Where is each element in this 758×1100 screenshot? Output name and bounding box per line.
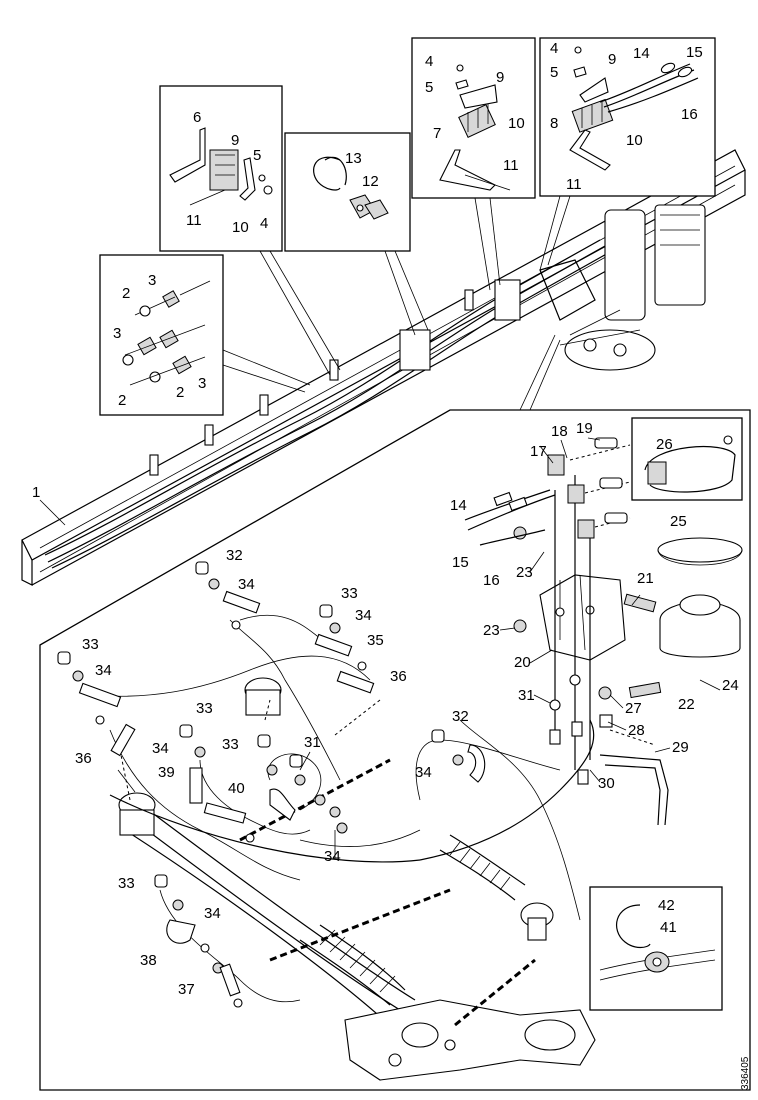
- callout-13: 13: [345, 150, 362, 167]
- drag-link: [109, 719, 595, 863]
- callout-34: 34: [204, 905, 221, 922]
- inset-box-fittings: [99, 254, 224, 416]
- callout-2: 2: [118, 392, 126, 409]
- callout-leaders: [117, 437, 721, 858]
- callout-5: 5: [253, 147, 261, 164]
- callout-36: 36: [75, 750, 92, 767]
- callout-23: 23: [516, 564, 533, 581]
- callout-31: 31: [518, 687, 535, 704]
- callout-4: 4: [425, 53, 433, 70]
- callout-42: 42: [658, 897, 675, 914]
- frame-brackets: [149, 279, 521, 476]
- callout-labels: 1 2 3 3 3 2 2 6 9 5 11 10 4 13 12 4 5 9 …: [32, 40, 739, 998]
- callout-11: 11: [186, 212, 202, 229]
- callout-40: 40: [228, 780, 245, 797]
- callout-10: 10: [626, 132, 643, 149]
- inset-box-manifold-8: [539, 37, 716, 197]
- callout-5: 5: [425, 79, 433, 96]
- callout-3: 3: [198, 375, 206, 392]
- callout-33: 33: [222, 736, 239, 753]
- inset-box-manifold-7: [411, 37, 536, 199]
- inset-box-clip-lower: [589, 886, 723, 1011]
- callout-11: 11: [503, 157, 519, 174]
- figure-code: 336405: [740, 1056, 751, 1090]
- cab-tank-assembly: [539, 204, 706, 371]
- callout-22: 22: [678, 696, 695, 713]
- hose-fittings: [57, 561, 486, 1008]
- callout-33: 33: [118, 875, 135, 892]
- callout-4: 4: [550, 40, 558, 57]
- callout-32: 32: [226, 547, 243, 564]
- callout-34: 34: [238, 576, 255, 593]
- callout-25: 25: [670, 513, 687, 530]
- callout-6: 6: [193, 109, 201, 126]
- callout-17: 17: [530, 443, 547, 460]
- callout-38: 38: [140, 952, 157, 969]
- callout-34: 34: [355, 607, 372, 624]
- callout-7: 7: [433, 125, 441, 142]
- callout-10: 10: [508, 115, 525, 132]
- callout-33: 33: [82, 636, 99, 653]
- callout-5: 5: [550, 64, 558, 81]
- callout-26: 26: [656, 436, 673, 453]
- inset-box-strap: [631, 417, 743, 501]
- callout-2: 2: [122, 285, 130, 302]
- callout-12: 12: [362, 173, 379, 190]
- callout-33: 33: [196, 700, 213, 717]
- callout-21: 21: [637, 570, 654, 587]
- inset-leader-lines: [222, 195, 571, 393]
- callout-18: 18: [551, 423, 568, 440]
- callout-30: 30: [598, 775, 615, 792]
- callout-16: 16: [681, 106, 698, 123]
- callout-23: 23: [483, 622, 500, 639]
- axle-beam: [118, 677, 416, 1031]
- callout-28: 28: [628, 722, 645, 739]
- callout-41: 41: [660, 919, 677, 936]
- inset-box-clamps: [159, 85, 283, 252]
- callout-14: 14: [633, 45, 650, 62]
- callout-37: 37: [178, 981, 195, 998]
- callout-34: 34: [415, 764, 432, 781]
- callout-9: 9: [608, 51, 616, 68]
- callout-27: 27: [625, 700, 642, 717]
- callout-24: 24: [722, 677, 739, 694]
- callout-34: 34: [324, 848, 341, 865]
- callout-31: 31: [304, 734, 321, 751]
- callout-19: 19: [576, 420, 593, 437]
- callout-39: 39: [158, 764, 175, 781]
- callout-2: 2: [176, 384, 184, 401]
- callout-8: 8: [550, 115, 558, 132]
- callout-15: 15: [686, 44, 703, 61]
- chassis-frame-rail: [21, 149, 746, 586]
- brake-pipes-lower: [464, 489, 556, 546]
- brake-hoses: [89, 614, 581, 1003]
- callout-33: 33: [341, 585, 358, 602]
- callout-3: 3: [113, 325, 121, 342]
- steering-gear-housing: [344, 999, 596, 1081]
- callout-36: 36: [390, 668, 407, 685]
- callout-20: 20: [514, 654, 531, 671]
- callout-15: 15: [452, 554, 469, 571]
- callout-10: 10: [232, 219, 249, 236]
- callout-1: 1: [32, 484, 40, 501]
- callout-29: 29: [672, 739, 689, 756]
- inset-box-clip: [284, 132, 411, 252]
- callout-4: 4: [260, 215, 268, 232]
- callout-34: 34: [152, 740, 169, 757]
- assembly-guide-lines: [119, 699, 536, 1027]
- air-reservoir: [657, 537, 743, 658]
- callout-35: 35: [367, 632, 384, 649]
- callout-32: 32: [452, 708, 469, 725]
- callout-14: 14: [450, 497, 467, 514]
- callout-9: 9: [231, 132, 239, 149]
- valve-bracket: [513, 437, 669, 826]
- callout-11: 11: [566, 176, 582, 193]
- callout-16: 16: [483, 572, 500, 589]
- callout-9: 9: [496, 69, 504, 86]
- callout-3: 3: [148, 272, 156, 289]
- callout-34: 34: [95, 662, 112, 679]
